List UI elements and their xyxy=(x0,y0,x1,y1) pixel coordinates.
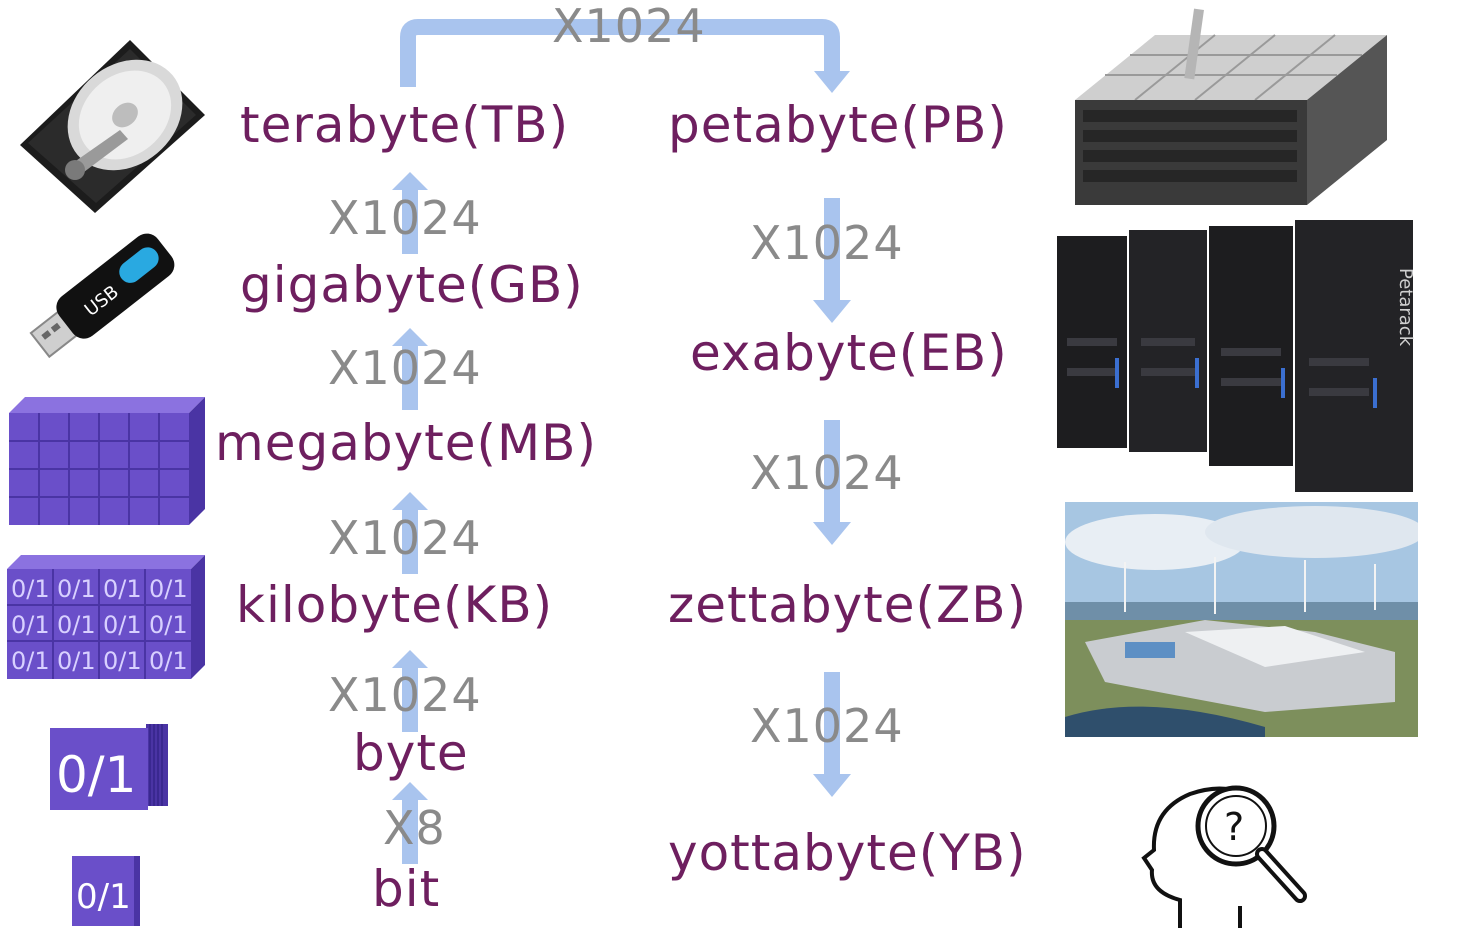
pb-to-eb-arrow xyxy=(813,198,851,323)
bit-to-byte-arrow xyxy=(392,782,428,864)
multiplier-zb-yb: X1024 xyxy=(750,699,904,753)
multiplier-kb-mb: X1024 xyxy=(328,511,482,565)
svg-text:0/1: 0/1 xyxy=(11,611,50,639)
server-racks-icon: Petarack xyxy=(1055,218,1415,493)
storage-server-icon xyxy=(1065,5,1390,205)
multiplier-pb-eb: X1024 xyxy=(750,216,904,270)
multiplier-gb-tb: X1024 xyxy=(328,191,482,245)
unit-byte: byte xyxy=(353,724,469,782)
bit-glyph: 0/1 xyxy=(76,877,131,917)
bit-cube-icon: 0/1 xyxy=(70,850,144,928)
rack-brand-label: Petarack xyxy=(1395,268,1415,347)
unit-petabyte: petabyte(PB) xyxy=(668,96,1008,154)
svg-text:0/1: 0/1 xyxy=(57,611,96,639)
byte-stack-icon: 0/1 xyxy=(48,718,174,812)
data-center-photo xyxy=(1065,502,1418,737)
svg-text:0/1: 0/1 xyxy=(56,746,136,804)
unit-zettabyte: zettabyte(ZB) xyxy=(668,576,1028,634)
svg-text:0/1: 0/1 xyxy=(149,575,188,603)
megabyte-blocks-icon xyxy=(5,395,207,527)
tb-to-pb-arrow xyxy=(390,15,860,105)
svg-text:0/1: 0/1 xyxy=(149,611,188,639)
hard-disk-icon xyxy=(10,35,210,215)
unit-megabyte: megabyte(MB) xyxy=(215,414,597,472)
gb-to-tb-arrow xyxy=(392,172,428,254)
multiplier-bit-byte: X8 xyxy=(383,801,446,855)
unit-yottabyte: yottabyte(YB) xyxy=(668,824,1027,882)
multiplier-byte-kb: X1024 xyxy=(328,668,482,722)
unit-exabyte: exabyte(EB) xyxy=(690,324,1008,382)
zb-to-yb-arrow xyxy=(813,672,851,797)
kb-to-mb-arrow xyxy=(392,492,428,574)
eb-to-zb-arrow xyxy=(813,420,851,545)
svg-text:0/1: 0/1 xyxy=(103,647,142,675)
head-question-magnifier-icon: ? xyxy=(1140,780,1310,928)
byte-to-kb-arrow xyxy=(392,650,428,732)
multiplier-eb-zb: X1024 xyxy=(750,446,904,500)
svg-text:0/1: 0/1 xyxy=(57,647,96,675)
usb-stick-icon: USB xyxy=(20,218,190,378)
multiplier-tb-pb: X1024 xyxy=(552,0,706,53)
svg-text:0/1: 0/1 xyxy=(11,647,50,675)
svg-text:0/1: 0/1 xyxy=(103,611,142,639)
svg-text:0/1: 0/1 xyxy=(11,575,50,603)
mb-to-gb-arrow xyxy=(392,328,428,410)
unit-kilobyte: kilobyte(KB) xyxy=(236,576,554,634)
unit-bit: bit xyxy=(372,860,441,918)
svg-text:0/1: 0/1 xyxy=(149,647,188,675)
question-mark: ? xyxy=(1224,805,1244,849)
svg-text:0/1: 0/1 xyxy=(103,575,142,603)
multiplier-mb-gb: X1024 xyxy=(328,341,482,395)
unit-gigabyte: gigabyte(GB) xyxy=(240,256,584,314)
svg-text:0/1: 0/1 xyxy=(57,575,96,603)
unit-terabyte: terabyte(TB) xyxy=(240,96,570,154)
